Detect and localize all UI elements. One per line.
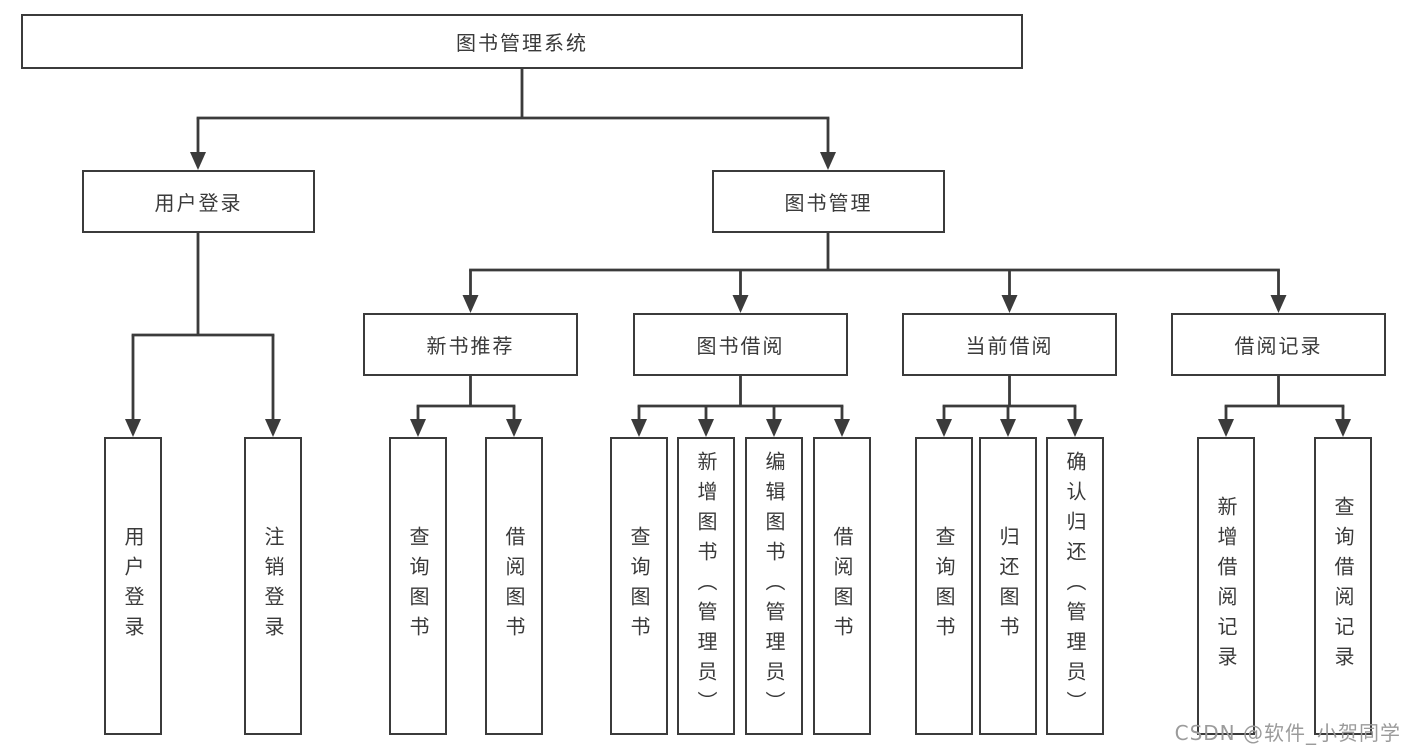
leaf-return-book: 归还图书	[979, 437, 1037, 735]
leaf-query-book-recommend: 查询图书	[389, 437, 447, 735]
node-current-borrowing: 当前借阅	[902, 313, 1117, 376]
leaf-add-borrow-record: 新增借阅记录	[1197, 437, 1255, 735]
leaf-query-borrow-record: 查询借阅记录	[1314, 437, 1372, 735]
node-library-management-system: 图书管理系统	[21, 14, 1023, 69]
node-book-management: 图书管理	[712, 170, 945, 233]
node-borrow-records: 借阅记录	[1171, 313, 1386, 376]
connector-new-book-children	[410, 375, 522, 437]
leaf-query-book-current: 查询图书	[915, 437, 973, 735]
leaf-borrow-book-recommend: 借阅图书	[485, 437, 543, 735]
csdn-watermark: CSDN @软件_小贺同学	[1174, 721, 1401, 745]
node-user-login: 用户登录	[82, 170, 315, 233]
connector-user-login-children	[125, 232, 281, 437]
leaf-query-book-borrowing: 查询图书	[610, 437, 668, 735]
leaf-edit-book-admin: 编辑图书（管理员）	[745, 437, 803, 735]
leaf-logout: 注销登录	[244, 437, 302, 735]
leaf-user-login: 用户登录	[104, 437, 162, 735]
leaf-borrow-book: 借阅图书	[813, 437, 871, 735]
connector-book-mgmt-children	[462, 232, 1287, 313]
connector-book-borrow-children	[631, 375, 850, 437]
connector-current-borrow-children	[936, 375, 1083, 437]
leaf-add-book-admin: 新增图书（管理员）	[677, 437, 735, 735]
connector-borrow-record-children	[1218, 375, 1351, 437]
connector-root-to-level2	[190, 68, 836, 170]
node-book-borrowing: 图书借阅	[633, 313, 848, 376]
node-new-book-recommend: 新书推荐	[363, 313, 578, 376]
leaf-confirm-return-admin: 确认归还（管理员）	[1046, 437, 1104, 735]
